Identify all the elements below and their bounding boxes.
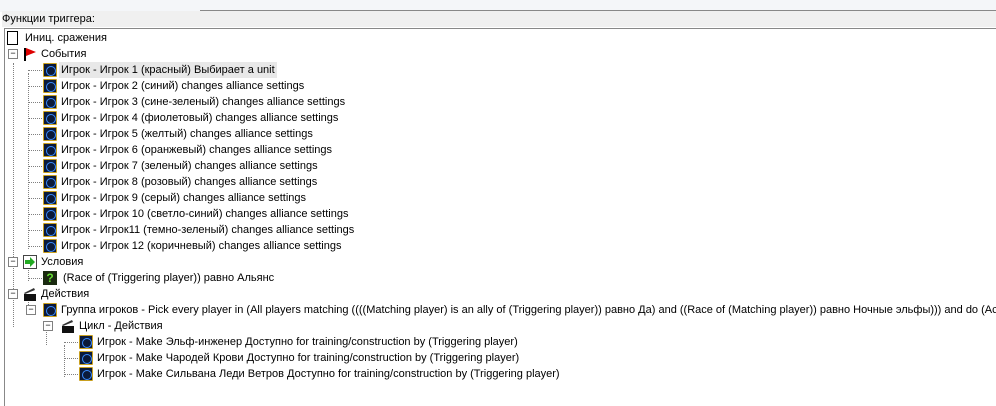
tree-item-action[interactable]: Игрок - Игрок 4 (фиолетовый) changes all… xyxy=(5,110,605,126)
divider xyxy=(200,10,996,11)
tree-line xyxy=(28,230,42,231)
tree-item-label: Группа игроков - Pick every player in (A… xyxy=(61,304,996,316)
tree-line xyxy=(28,166,42,167)
tree-item-action[interactable]: Игрок - Игрок 7 (зеленый) changes allian… xyxy=(5,158,605,174)
tree-item-action[interactable]: Игрок - Игрок 6 (оранжевый) changes alli… xyxy=(5,142,605,158)
tree-item-action[interactable]: Игрок - Make Чародей Крови Доступно for … xyxy=(5,350,605,366)
tree-item-label: Условия xyxy=(41,256,84,268)
clapperboard-icon xyxy=(61,319,75,333)
tree-item-label: Игрок - Игрок 12 (коричневый) changes al… xyxy=(61,240,342,252)
tree-line xyxy=(28,118,42,119)
tree-item-label: Действия xyxy=(41,288,90,300)
tree-line xyxy=(64,345,65,377)
player-icon xyxy=(79,351,93,365)
tree-item-label: Игрок - Игрок 9 (серый) changes alliance… xyxy=(61,192,307,204)
collapse-icon[interactable]: − xyxy=(8,289,18,299)
tree-item-label: Игрок - Make Чародей Крови Доступно for … xyxy=(97,352,520,364)
collapse-icon[interactable]: − xyxy=(26,305,36,315)
tree-line xyxy=(28,182,42,183)
tree-item-action[interactable]: Игрок - Игрок 9 (серый) changes alliance… xyxy=(5,190,605,206)
player-icon xyxy=(43,223,57,237)
player-icon xyxy=(43,175,57,189)
tree-item-action[interactable]: Игрок - Make Сильвана Леди Ветров Доступ… xyxy=(5,366,605,382)
tree-item-action[interactable]: Игрок - Игрок 1 (красный) Выбирает a uni… xyxy=(5,62,605,78)
tree-line xyxy=(28,150,42,151)
trigger-functions-tree[interactable]: Иниц. сражения − События − Условия ? (Ra… xyxy=(4,28,996,406)
tree-item-actions[interactable]: − Действия xyxy=(5,286,305,302)
tree-line xyxy=(64,374,78,375)
tree-item-init[interactable]: Иниц. сражения xyxy=(5,30,305,46)
player-icon xyxy=(43,95,57,109)
tree-item-action[interactable]: Игрок - Make Эльф-инженер Доступно for t… xyxy=(5,334,605,350)
tree-item-label: Игрок - Игрок 7 (зеленый) changes allian… xyxy=(61,160,318,172)
player-icon xyxy=(43,159,57,173)
player-icon xyxy=(43,143,57,157)
tree-item-loop[interactable]: − Цикл - Действия xyxy=(5,318,305,334)
tree-line xyxy=(28,102,42,103)
player-icon xyxy=(79,335,93,349)
tree-item-action[interactable]: Игрок - Игрок 2 (синий) changes alliance… xyxy=(5,78,605,94)
red-flag-icon xyxy=(23,47,37,61)
tree-line xyxy=(28,246,42,247)
tree-item-label: Игрок - Make Сильвана Леди Ветров Доступ… xyxy=(97,368,560,380)
tree-item-label: Игрок - Игрок 5 (желтый) changes allianc… xyxy=(61,128,313,140)
tree-item-label: Игрок - Игрок 8 (розовый) changes allian… xyxy=(61,176,318,188)
tree-item-condition[interactable]: ? (Race of (Triggering player)) равно Ал… xyxy=(5,270,405,286)
question-icon: ? xyxy=(43,271,57,285)
tree-line xyxy=(28,70,42,71)
tree-line xyxy=(28,198,42,199)
tree-item-label: Игрок - Игрок 6 (оранжевый) changes alli… xyxy=(61,144,333,156)
tree-line xyxy=(28,86,42,87)
tree-item-label: Игрок - Игрок 3 (сине-зеленый) changes a… xyxy=(61,96,346,108)
tree-item-label: Игрок - Игрок 1 (красный) Выбирает a uni… xyxy=(59,62,277,78)
player-icon xyxy=(79,367,93,381)
tree-item-action[interactable]: Игрок - Игрок11 (темно-зеленый) changes … xyxy=(5,222,605,238)
player-icon xyxy=(43,111,57,125)
collapse-icon[interactable]: − xyxy=(8,49,18,59)
tree-line xyxy=(28,134,42,135)
tree-item-label: Игрок - Игрок 10 (светло-синий) changes … xyxy=(61,208,349,220)
tree-line xyxy=(28,278,42,279)
tree-line xyxy=(46,329,47,345)
tree-item-label: Игрок - Игрок11 (темно-зеленый) changes … xyxy=(61,224,355,236)
collapse-icon[interactable]: − xyxy=(43,321,53,331)
tree-line xyxy=(64,342,78,343)
tree-line xyxy=(28,73,29,249)
document-icon xyxy=(7,31,18,45)
tree-line xyxy=(28,214,42,215)
tree-item-events[interactable]: − События xyxy=(5,46,305,62)
tree-item-conditions[interactable]: − Условия xyxy=(5,254,305,270)
collapse-icon[interactable]: − xyxy=(8,257,18,267)
tree-item-action[interactable]: Игрок - Игрок 8 (розовый) changes allian… xyxy=(5,174,605,190)
player-icon xyxy=(43,207,57,221)
player-icon xyxy=(43,127,57,141)
tree-item-group-action[interactable]: − Группа игроков - Pick every player in … xyxy=(5,302,996,318)
tree-item-label: (Race of (Triggering player)) равно Алья… xyxy=(63,272,275,284)
clapperboard-icon xyxy=(23,287,37,301)
tree-line xyxy=(28,265,29,281)
player-group-icon xyxy=(43,303,57,317)
tree-item-action[interactable]: Игрок - Игрок 5 (желтый) changes allianc… xyxy=(5,126,605,142)
tree-item-label: События xyxy=(41,48,87,60)
tree-item-action[interactable]: Игрок - Игрок 10 (светло-синий) changes … xyxy=(5,206,605,222)
tree-item-label: Игрок - Make Эльф-инженер Доступно for t… xyxy=(97,336,518,348)
tree-item-action[interactable]: Игрок - Игрок 12 (коричневый) changes al… xyxy=(5,238,605,254)
tree-item-label: Игрок - Игрок 2 (синий) changes alliance… xyxy=(61,80,305,92)
window-top xyxy=(0,0,996,12)
player-icon xyxy=(43,239,57,253)
player-icon xyxy=(43,63,57,77)
player-icon xyxy=(43,79,57,93)
tree-item-label: Иниц. сражения xyxy=(25,32,107,44)
conditions-icon xyxy=(23,255,37,269)
panel-label: Функции триггера: xyxy=(2,11,996,27)
tree-item-label: Игрок - Игрок 4 (фиолетовый) changes all… xyxy=(61,112,339,124)
tree-line xyxy=(64,358,78,359)
tree-item-label: Цикл - Действия xyxy=(79,320,163,332)
player-icon xyxy=(43,191,57,205)
tree-line xyxy=(13,63,14,327)
tree-item-action[interactable]: Игрок - Игрок 3 (сине-зеленый) changes a… xyxy=(5,94,605,110)
